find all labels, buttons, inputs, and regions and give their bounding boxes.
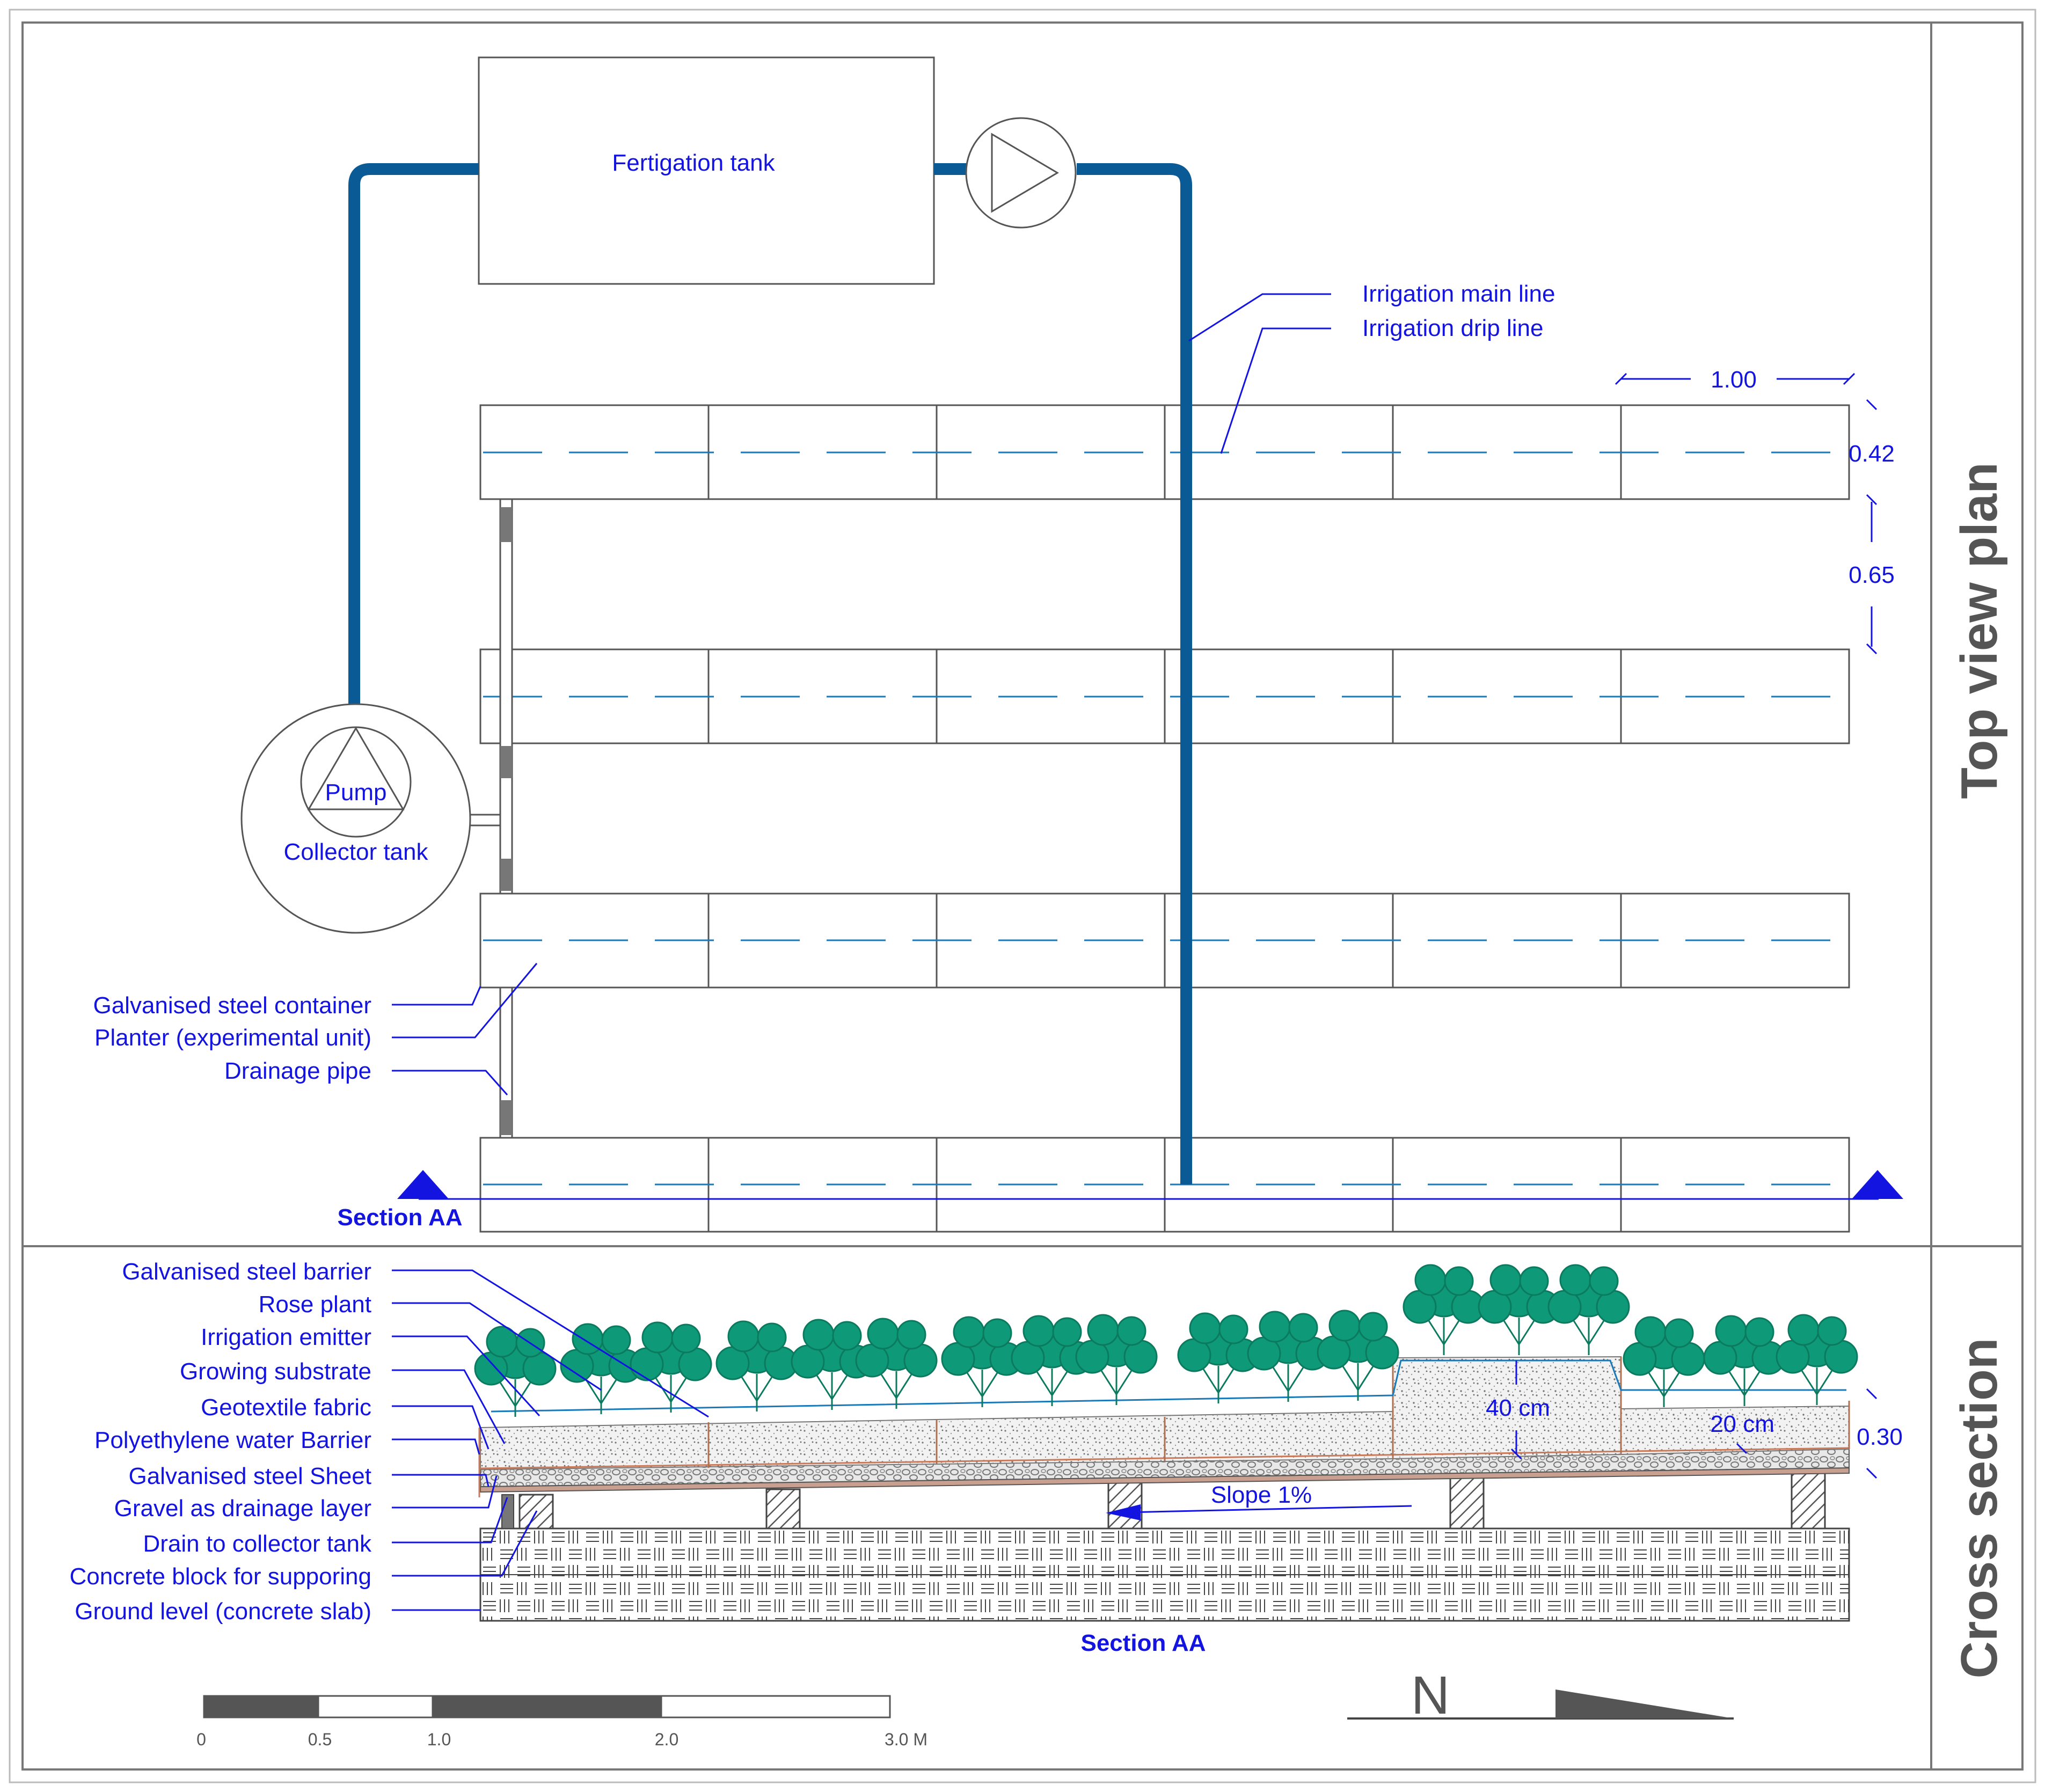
slope-label: Slope 1% — [1211, 1482, 1312, 1508]
cs-label-ground-level: Ground level (concrete slab) — [75, 1598, 371, 1625]
pump-label: Pump — [325, 779, 387, 806]
cs-label-poly-barrier: Polyethylene water Barrier — [94, 1427, 371, 1453]
drain-outlet — [501, 1494, 514, 1529]
support-block-4 — [1449, 1474, 1485, 1530]
cs-label-rose-plant: Rose plant — [259, 1291, 371, 1318]
fertigation-tank-label: Fertigation tank — [612, 150, 775, 176]
planter-row-2 — [479, 648, 1850, 744]
collector-tank-label: Collector tank — [283, 839, 428, 865]
dim-030-label: 0.30 — [1857, 1424, 1903, 1450]
height-dimension-40 — [1510, 1361, 1522, 1460]
depth-dimension-label: 0.42 — [1849, 441, 1895, 467]
planter-leader — [392, 963, 538, 1038]
scale-tick-2: 2.0 — [655, 1730, 678, 1749]
section-marker-left — [397, 1170, 449, 1199]
cs-label-drain: Drain to collector tank — [143, 1531, 372, 1557]
section-marker-right — [1852, 1170, 1903, 1199]
top-view-title: Top view plan — [1951, 462, 2008, 799]
planter-row-4 — [479, 1137, 1850, 1233]
scale-bar — [203, 1695, 891, 1718]
pump-triangle — [307, 727, 405, 810]
section-label-top: Section AA — [337, 1204, 462, 1231]
steel-barriers — [707, 1357, 1850, 1468]
drainage-leader — [392, 1070, 508, 1095]
cs-label-steel-sheet: Galvanised steel Sheet — [128, 1463, 371, 1489]
width-dimension-label: 1.00 — [1711, 367, 1757, 393]
slope-arrow-head — [1106, 1504, 1141, 1520]
irrigation-main-pipe — [348, 163, 1192, 1183]
planter-label: Planter (experimental unit) — [94, 1025, 371, 1051]
scale-tick-1: 1.0 — [427, 1730, 451, 1749]
drainage-pipe — [448, 498, 513, 1139]
container-label: Galvanised steel container — [93, 992, 371, 1019]
cs-label-steel-barrier: Galvanised steel barrier — [122, 1259, 371, 1285]
scale-tick-05: 0.5 — [308, 1730, 332, 1749]
gap-dimension-label: 0.65 — [1849, 562, 1895, 588]
drip-line-leader — [1220, 327, 1331, 454]
inner-frame — [21, 21, 2024, 1771]
cs-label-irrigation-emitter: Irrigation emitter — [201, 1324, 371, 1350]
north-label: N — [1411, 1665, 1450, 1725]
planter-row-1 — [479, 404, 1850, 500]
cross-section-title: Cross section — [1951, 1338, 2008, 1679]
cs-label-concrete-block: Concrete block for supporing — [69, 1563, 371, 1590]
support-block-5 — [1791, 1468, 1826, 1530]
section-label-bottom: Section AA — [1080, 1630, 1206, 1656]
dim-030-tick-top — [1866, 1388, 1878, 1400]
container-leader — [392, 986, 481, 1006]
main-line-leader — [1188, 293, 1331, 342]
cs-label-growing-substrate: Growing substrate — [180, 1358, 371, 1385]
dim-030-tick-bottom — [1866, 1467, 1878, 1479]
dim-20-tick — [1736, 1443, 1748, 1454]
scale-tick-3: 3.0 M — [885, 1730, 927, 1749]
cs-label-gravel: Gravel as drainage layer — [114, 1495, 371, 1522]
depth-dimension-ticks — [1866, 399, 1878, 655]
irrigation-main-line-label: Irrigation main line — [1362, 281, 1555, 307]
support-block-2 — [765, 1488, 801, 1530]
dim-40-label: 40 cm — [1486, 1395, 1550, 1421]
cs-label-geotextile: Geotextile fabric — [201, 1394, 371, 1421]
slope-arrow-line — [1127, 1505, 1412, 1513]
inline-pump-icon — [965, 117, 1077, 229]
scale-tick-0: 0 — [196, 1730, 206, 1749]
rose-plants — [474, 1264, 1858, 1417]
support-block-3 — [1107, 1480, 1143, 1530]
drainage-label: Drainage pipe — [224, 1058, 371, 1084]
north-arrow-icon — [1555, 1689, 1734, 1718]
planter-row-3 — [479, 893, 1850, 989]
dim-20-label: 20 cm — [1710, 1411, 1774, 1437]
section-drip-line — [491, 1359, 1846, 1413]
width-dimension — [1615, 372, 1856, 385]
cs-leaders — [392, 1269, 709, 1611]
irrigation-drip-line-label: Irrigation drip line — [1362, 315, 1544, 341]
